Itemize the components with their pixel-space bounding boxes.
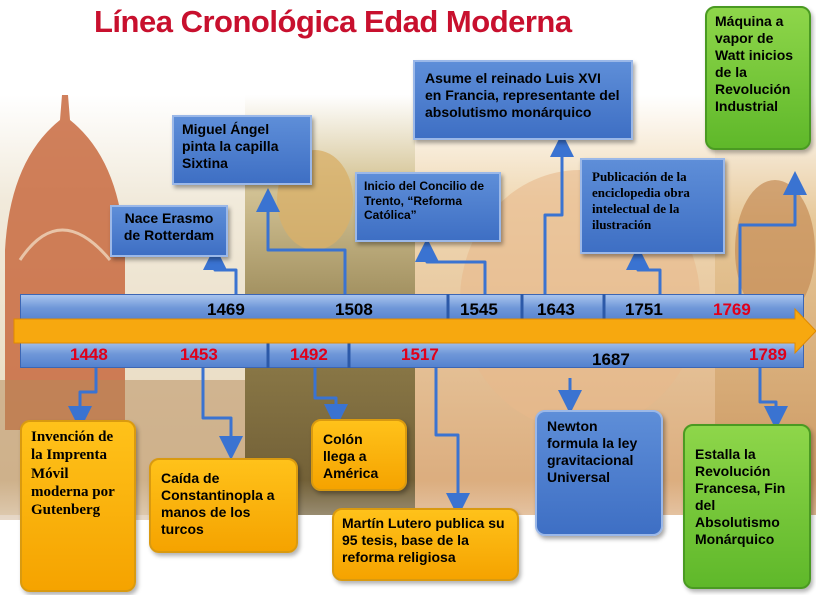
year-1643: 1643 bbox=[537, 300, 575, 319]
year-1453: 1453 bbox=[180, 345, 218, 364]
event-luis-xvi: Asume el reinado Luis XVI en Francia, re… bbox=[413, 60, 633, 140]
event-miguel-angel: Miguel Ángel pinta la capilla Sixtina bbox=[172, 115, 312, 185]
year-1508: 1508 bbox=[335, 300, 373, 319]
event-revolucion-francesa: Estalla la Revolución Francesa, Fin del … bbox=[683, 424, 811, 589]
year-1751: 1751 bbox=[625, 300, 663, 319]
year-1789: 1789 bbox=[749, 345, 787, 364]
event-watt: Máquina a vapor de Watt inicios de la Re… bbox=[705, 6, 811, 150]
event-colon: Colón llega a América bbox=[311, 419, 407, 491]
year-1492: 1492 bbox=[290, 345, 328, 364]
year-1769: 1769 bbox=[713, 300, 751, 319]
main-orange-arrow bbox=[13, 307, 816, 355]
year-1517: 1517 bbox=[401, 345, 439, 364]
event-lutero: Martín Lutero publica su 95 tesis, base … bbox=[332, 508, 519, 581]
year-1448: 1448 bbox=[70, 345, 108, 364]
event-constantinopla: Caída de Constantinopla a manos de los t… bbox=[149, 458, 298, 553]
page-title: Línea Cronológica Edad Moderna bbox=[94, 4, 572, 39]
event-erasmo: Nace Erasmo de Rotterdam bbox=[110, 205, 228, 257]
year-1469: 1469 bbox=[207, 300, 245, 319]
event-imprenta: Invención de la Imprenta Móvil moderna p… bbox=[20, 420, 136, 592]
event-enciclopedia: Publicación de la enciclopedia obra inte… bbox=[580, 158, 725, 254]
year-1545: 1545 bbox=[460, 300, 498, 319]
event-newton: Newton formula la ley gravitacional Univ… bbox=[535, 410, 663, 536]
event-concilio-trento: Inicio del Concilio de Trento, “Reforma … bbox=[355, 172, 501, 242]
year-1687: 1687 bbox=[592, 350, 630, 369]
